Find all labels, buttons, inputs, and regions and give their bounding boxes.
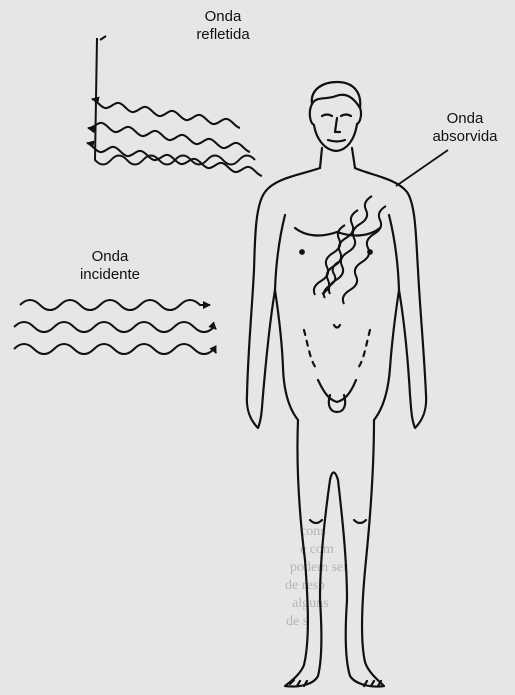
right-eye xyxy=(341,115,351,117)
body-outline xyxy=(247,168,426,687)
left-inner-arm xyxy=(275,215,285,290)
left-nipple xyxy=(300,250,304,254)
abdomen-right xyxy=(358,330,370,368)
incident-waves xyxy=(14,300,216,354)
absorbed-waves xyxy=(314,196,386,304)
reflected-wave-1 xyxy=(92,99,240,128)
label-absorbed-line2: absorvida xyxy=(415,128,515,146)
absorbed-leader-line xyxy=(396,150,448,186)
bg-line-1: cons xyxy=(300,524,326,539)
genital xyxy=(329,395,345,412)
label-reflected-line1: Onda xyxy=(178,8,268,26)
label-incident-line1: Onda xyxy=(60,248,160,266)
left-eye xyxy=(322,115,332,117)
left-toes xyxy=(290,680,307,686)
incident-wave-2 xyxy=(14,322,216,332)
nose xyxy=(335,118,340,132)
bg-line-6: de s xyxy=(286,614,308,629)
human-figure xyxy=(247,82,426,687)
label-absorbed-line1: Onda xyxy=(415,110,515,128)
hair xyxy=(312,95,360,108)
incident-wave-3 xyxy=(14,344,216,354)
background-text: cons e com podem ser de resp alguns de s xyxy=(285,524,348,629)
abdomen-left xyxy=(304,330,316,368)
reflected-waves xyxy=(87,99,262,176)
label-incident-wave: Onda incidente xyxy=(60,248,160,284)
absorbed-wave-3 xyxy=(322,210,358,294)
reflected-wave xyxy=(100,36,106,40)
incident-wave-1 xyxy=(20,300,210,310)
navel xyxy=(334,325,340,328)
mouth xyxy=(328,140,345,142)
label-reflected-wave: Onda refletida xyxy=(178,8,268,44)
label-absorbed-wave: Onda absorvida xyxy=(415,110,515,146)
bg-line-5: alguns xyxy=(292,596,329,611)
label-reflected-line2: refletida xyxy=(178,26,268,44)
bg-line-3: podem ser xyxy=(290,560,348,575)
groin xyxy=(318,380,356,402)
left-knee xyxy=(310,520,322,523)
right-knee xyxy=(354,520,366,523)
label-incident-line2: incidente xyxy=(60,266,160,284)
reflected-wave-3 xyxy=(87,143,262,176)
right-inner-arm xyxy=(389,215,399,290)
